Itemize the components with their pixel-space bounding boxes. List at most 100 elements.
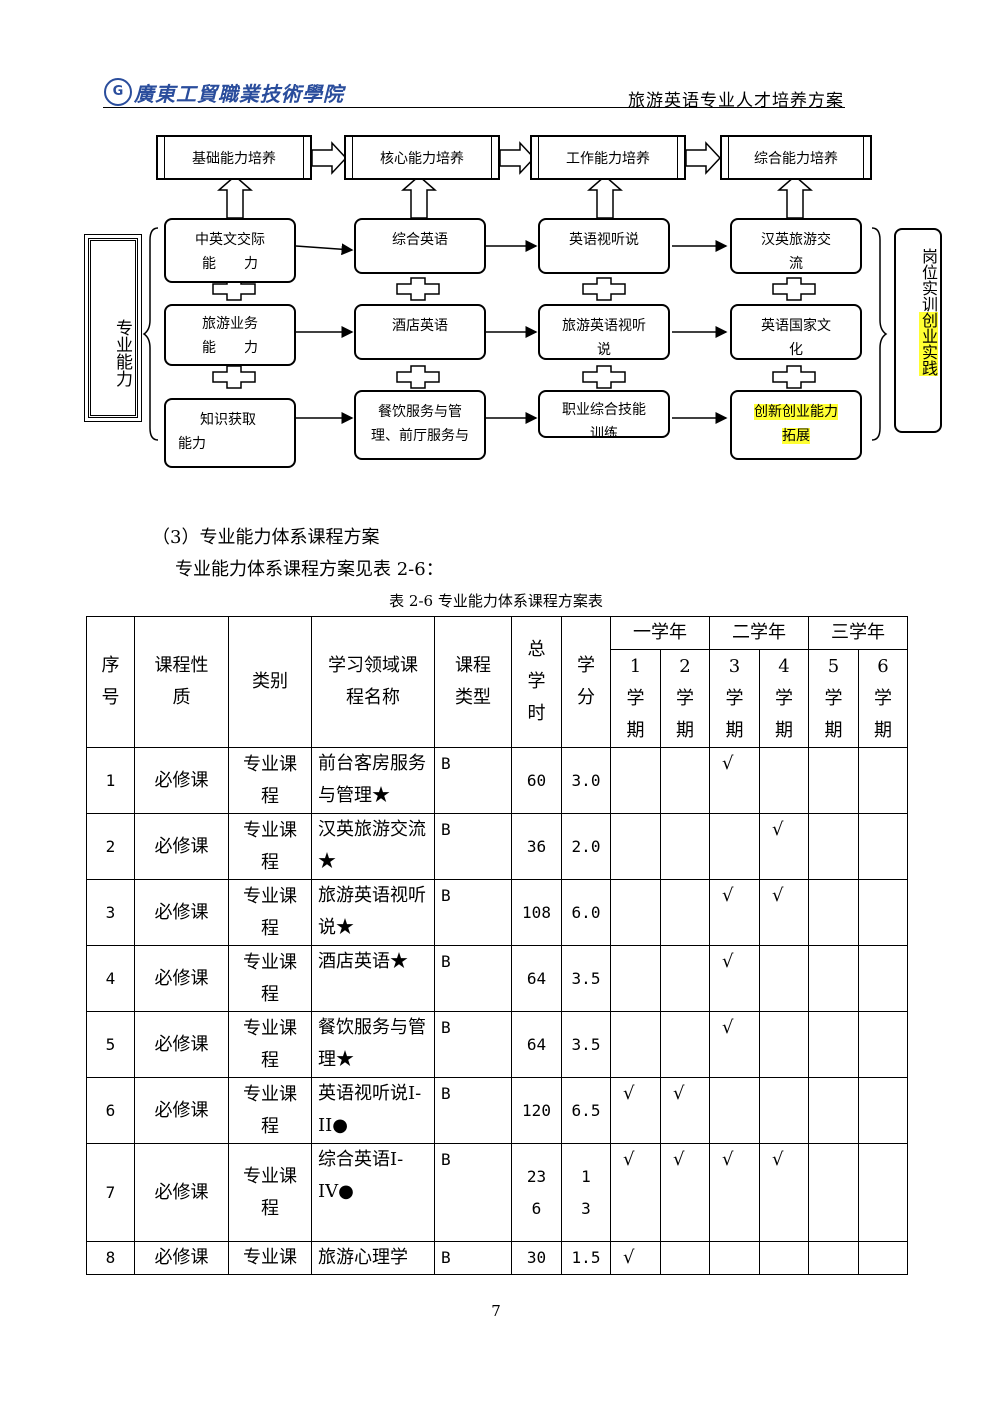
- cell-term-check: [610, 1011, 661, 1078]
- school-logo: G: [104, 78, 132, 106]
- cell-hours: 64: [511, 1011, 562, 1078]
- professional-ability-label: 专业能力: [84, 234, 142, 422]
- cell-term-check: [808, 813, 859, 880]
- flow-arrows: [295, 240, 728, 424]
- cell-term-check: [858, 1241, 908, 1275]
- cell-type: B: [434, 1241, 512, 1275]
- table-header-row: 序号 课程性质 类别 学习领域课程名称 课程类型 总学时 学分 一学年 二学年 …: [86, 616, 908, 748]
- cell-seq: 2: [86, 813, 135, 880]
- section-paragraph: 专业能力体系课程方案见表 2-6：: [175, 559, 444, 580]
- term-word: 学期: [824, 687, 843, 741]
- cell-category: 专业课程: [228, 1077, 312, 1144]
- box-line: 能 力: [202, 340, 258, 356]
- cell-nature: 必修课: [134, 1241, 229, 1275]
- box-line: 理、前厅服务与: [371, 428, 469, 444]
- cell-category: 专业课程: [228, 945, 312, 1012]
- cell-category: 专业课程: [228, 813, 312, 880]
- cell-hours: 108: [511, 879, 562, 946]
- cell-nature: 必修课: [134, 945, 229, 1012]
- cell-type: B: [434, 879, 512, 946]
- cell-term-check: [808, 879, 859, 946]
- term-word: 学期: [675, 687, 694, 741]
- cell-nature: 必修课: [134, 1011, 229, 1078]
- practice-label: 岗位实训创业实践: [894, 228, 942, 433]
- header-hours-text: 总学时: [527, 639, 546, 724]
- cell-term-check: √: [660, 1143, 710, 1242]
- document-title: 旅游英语专业人才培养方案: [628, 91, 844, 111]
- cell-type: B: [434, 945, 512, 1012]
- cell-term-check: [610, 945, 661, 1012]
- cell-seq: 3: [86, 879, 135, 946]
- cell-type: B: [434, 1077, 512, 1144]
- cell-seq: 8: [86, 1241, 135, 1275]
- cell-term-check: √: [709, 879, 760, 946]
- cell-term-check: [858, 945, 908, 1012]
- box-line: 英语视听说: [569, 232, 639, 248]
- header-year-2: 二学年: [709, 616, 809, 650]
- box-line: 汉英旅游交: [761, 232, 831, 248]
- cell-seq: 1: [86, 747, 135, 814]
- header-category: 类别: [228, 616, 312, 748]
- header-credits-text: 学分: [576, 655, 595, 708]
- term-number: 5: [827, 655, 840, 677]
- cell-term-check: [660, 1011, 710, 1078]
- cell-term-check: [610, 747, 661, 814]
- cell-type: B: [434, 1011, 512, 1078]
- course-box-tourism-communication: 汉英旅游交流: [730, 218, 862, 274]
- cell-term-check: [660, 1241, 710, 1275]
- term-number: 4: [778, 655, 790, 677]
- box-line: 能 力: [202, 256, 258, 272]
- course-box-viewing-listening: 英语视听说: [538, 218, 670, 274]
- cell-course: 酒店英语★: [311, 945, 435, 1012]
- header-term: 2 学期: [660, 649, 710, 748]
- box-line: 餐饮服务与管: [378, 404, 462, 420]
- cell-hours: 120: [511, 1077, 562, 1144]
- header-nature: 课程性质: [134, 616, 229, 748]
- box-line: 中英文交际: [195, 232, 265, 248]
- header-term: 5 学期: [808, 649, 859, 748]
- term-word: 学期: [774, 687, 793, 741]
- box-line: 旅游英语视听: [562, 318, 646, 334]
- box-line-highlight: 创新创业能力: [754, 404, 838, 420]
- header-year-3: 三学年: [808, 616, 908, 650]
- cell-category: 专业课: [228, 1241, 312, 1275]
- header-seq: 序号: [86, 616, 135, 748]
- cell-credits: 2.0: [561, 813, 611, 880]
- cell-term-check: [610, 813, 661, 880]
- box-line: 能力: [178, 436, 206, 452]
- term-number: 2: [679, 655, 691, 677]
- cell-seq: 5: [86, 1011, 135, 1078]
- course-box-hotel-english: 酒店英语: [354, 304, 486, 360]
- cell-course: 综合英语I-IV●: [311, 1143, 435, 1242]
- cell-term-check: [759, 747, 809, 814]
- stage-box-basic: 基础能力培养: [156, 135, 312, 180]
- header-term: 4 学期: [759, 649, 809, 748]
- term-number: 6: [877, 655, 889, 677]
- cell-term-check: √: [709, 1143, 760, 1242]
- term-word: 学期: [725, 687, 744, 741]
- box-line-highlight: 拓展: [782, 428, 810, 444]
- diagram-connectors: [142, 141, 888, 441]
- course-box-tourism-viewing: 旅游英语视听说: [538, 304, 670, 360]
- term-number: 1: [629, 655, 642, 677]
- cell-term-check: √: [610, 1143, 661, 1242]
- cell-term-check: [660, 813, 710, 880]
- cell-credits: 13: [561, 1143, 611, 1242]
- ability-box-tourism-business: 旅游业务能 力: [164, 304, 296, 366]
- cell-category: 专业课程: [228, 879, 312, 946]
- header-nature-text: 课程性质: [154, 655, 209, 708]
- header-course: 学习领域课程名称: [311, 616, 435, 748]
- cell-nature: 必修课: [134, 1077, 229, 1144]
- cell-credits: 3.0: [561, 747, 611, 814]
